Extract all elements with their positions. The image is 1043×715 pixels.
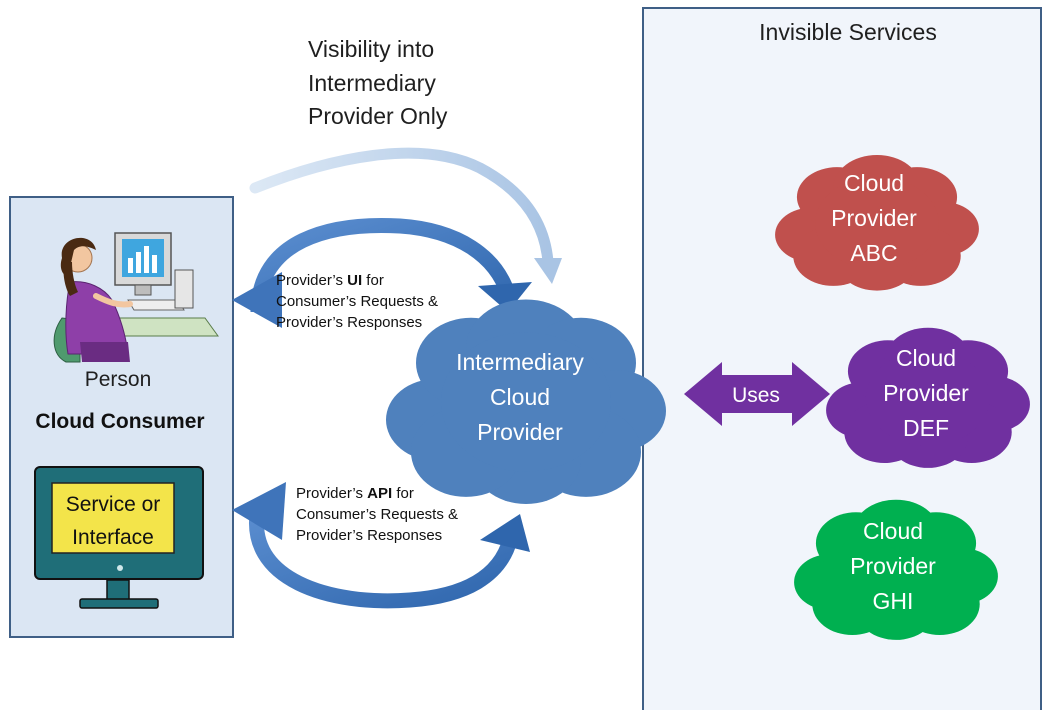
provider-ghi-line: Provider <box>850 553 936 579</box>
service-interface-monitor <box>34 466 204 609</box>
cloud-puff <box>815 176 939 270</box>
api-label-bold: API <box>367 485 392 502</box>
cloud-consumer-label: Cloud Consumer <box>35 410 204 433</box>
ui-arrow-label-line: Provider’s Responses <box>276 314 422 331</box>
cloud-puff <box>834 522 958 618</box>
intermediary-cloud-line: Cloud <box>490 384 550 410</box>
provider-cloud-def <box>826 327 1030 468</box>
provider-ghi-line: GHI <box>873 588 914 614</box>
provider-abc-line: ABC <box>850 240 897 266</box>
invisible-services-title: Invisible Services <box>759 19 937 45</box>
provider-def-line: Cloud <box>896 345 956 371</box>
intermediary-cloud-line: Intermediary <box>456 349 584 375</box>
visibility-arrowhead <box>534 258 562 284</box>
provider-cloud-abc <box>775 155 979 291</box>
cloud-puff <box>441 332 611 472</box>
intermediary-cloud-line: Provider <box>477 419 563 445</box>
person-at-computer-icon <box>53 232 219 363</box>
person-label: Person <box>85 368 152 391</box>
provider-cloud-ghi <box>794 499 998 640</box>
ui-label-suffix: for <box>362 272 384 289</box>
provider-abc-line: Provider <box>831 205 917 231</box>
visibility-arrow <box>249 147 554 268</box>
ui-label-bold: UI <box>347 272 362 289</box>
provider-def-line: DEF <box>903 415 949 441</box>
service-screen-line: Interface <box>72 526 154 549</box>
ui-arrow-label-line: Consumer’s Requests & <box>276 293 438 310</box>
ui-loop-arrow <box>250 218 516 313</box>
visibility-note: Visibility into Intermediary Provider On… <box>308 36 448 129</box>
api-arrowhead-left <box>232 482 286 540</box>
uses-label: Uses <box>732 384 780 407</box>
api-arrow-label: Provider’s API for <box>296 485 414 502</box>
provider-ghi-line: Cloud <box>863 518 923 544</box>
visibility-note-line: Provider Only <box>308 103 448 129</box>
api-label-suffix: for <box>392 485 414 502</box>
intermediary-cloud <box>386 299 666 504</box>
provider-def-line: Provider <box>883 380 969 406</box>
api-arrow-label-line: Consumer’s Requests & <box>296 506 458 523</box>
uses-double-arrow <box>684 362 830 426</box>
provider-abc-line: Cloud <box>844 170 904 196</box>
visibility-note-line: Intermediary <box>308 70 436 96</box>
ui-arrowhead-right <box>478 282 532 312</box>
service-screen-line: Service or <box>66 493 161 516</box>
cloud-puff <box>866 350 990 446</box>
api-loop-arrow <box>249 506 518 609</box>
ui-arrow-label: Provider’s UI for <box>276 272 384 289</box>
api-arrow-label-line: Provider’s Responses <box>296 527 442 544</box>
api-label-prefix: Provider’s <box>296 485 367 502</box>
visibility-note-line: Visibility into <box>308 36 434 62</box>
api-arrowhead-right <box>480 514 530 552</box>
ui-label-prefix: Provider’s <box>276 272 347 289</box>
ui-arrowhead-left <box>232 272 282 328</box>
